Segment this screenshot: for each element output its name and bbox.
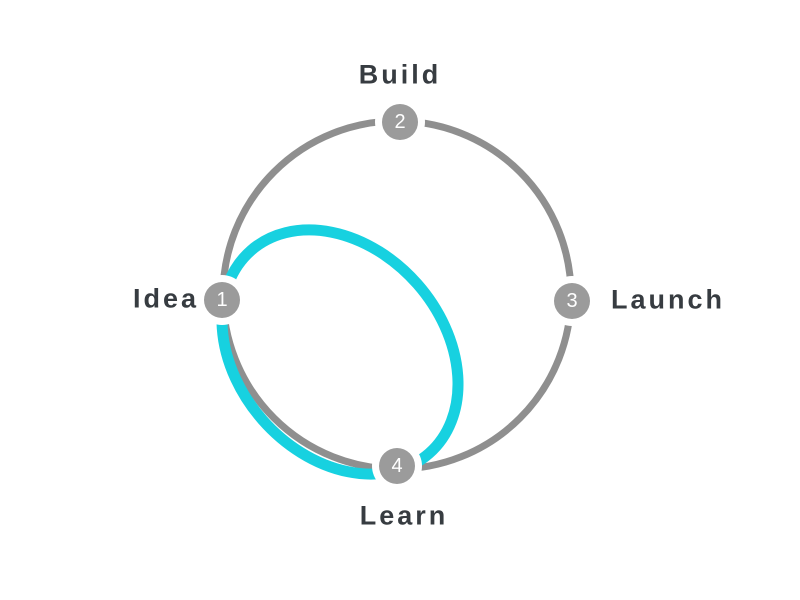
step-node-build: 2 bbox=[375, 97, 425, 147]
feedback-loop-ellipse bbox=[216, 224, 464, 480]
step-label-idea: Idea bbox=[132, 283, 199, 314]
step-label-build: Build bbox=[358, 59, 442, 90]
cycle-circle bbox=[219, 117, 575, 473]
step-node-idea: 1 bbox=[197, 275, 247, 325]
step-node-launch: 3 bbox=[547, 276, 597, 326]
step-node-learn: 4 bbox=[372, 441, 422, 491]
step-label-learn: Learn bbox=[359, 500, 449, 531]
step-number-learn: 4 bbox=[379, 448, 415, 484]
step-number-launch: 3 bbox=[554, 283, 590, 319]
step-label-launch: Launch bbox=[611, 284, 726, 315]
step-number-idea: 1 bbox=[204, 282, 240, 318]
step-number-build: 2 bbox=[382, 104, 418, 140]
